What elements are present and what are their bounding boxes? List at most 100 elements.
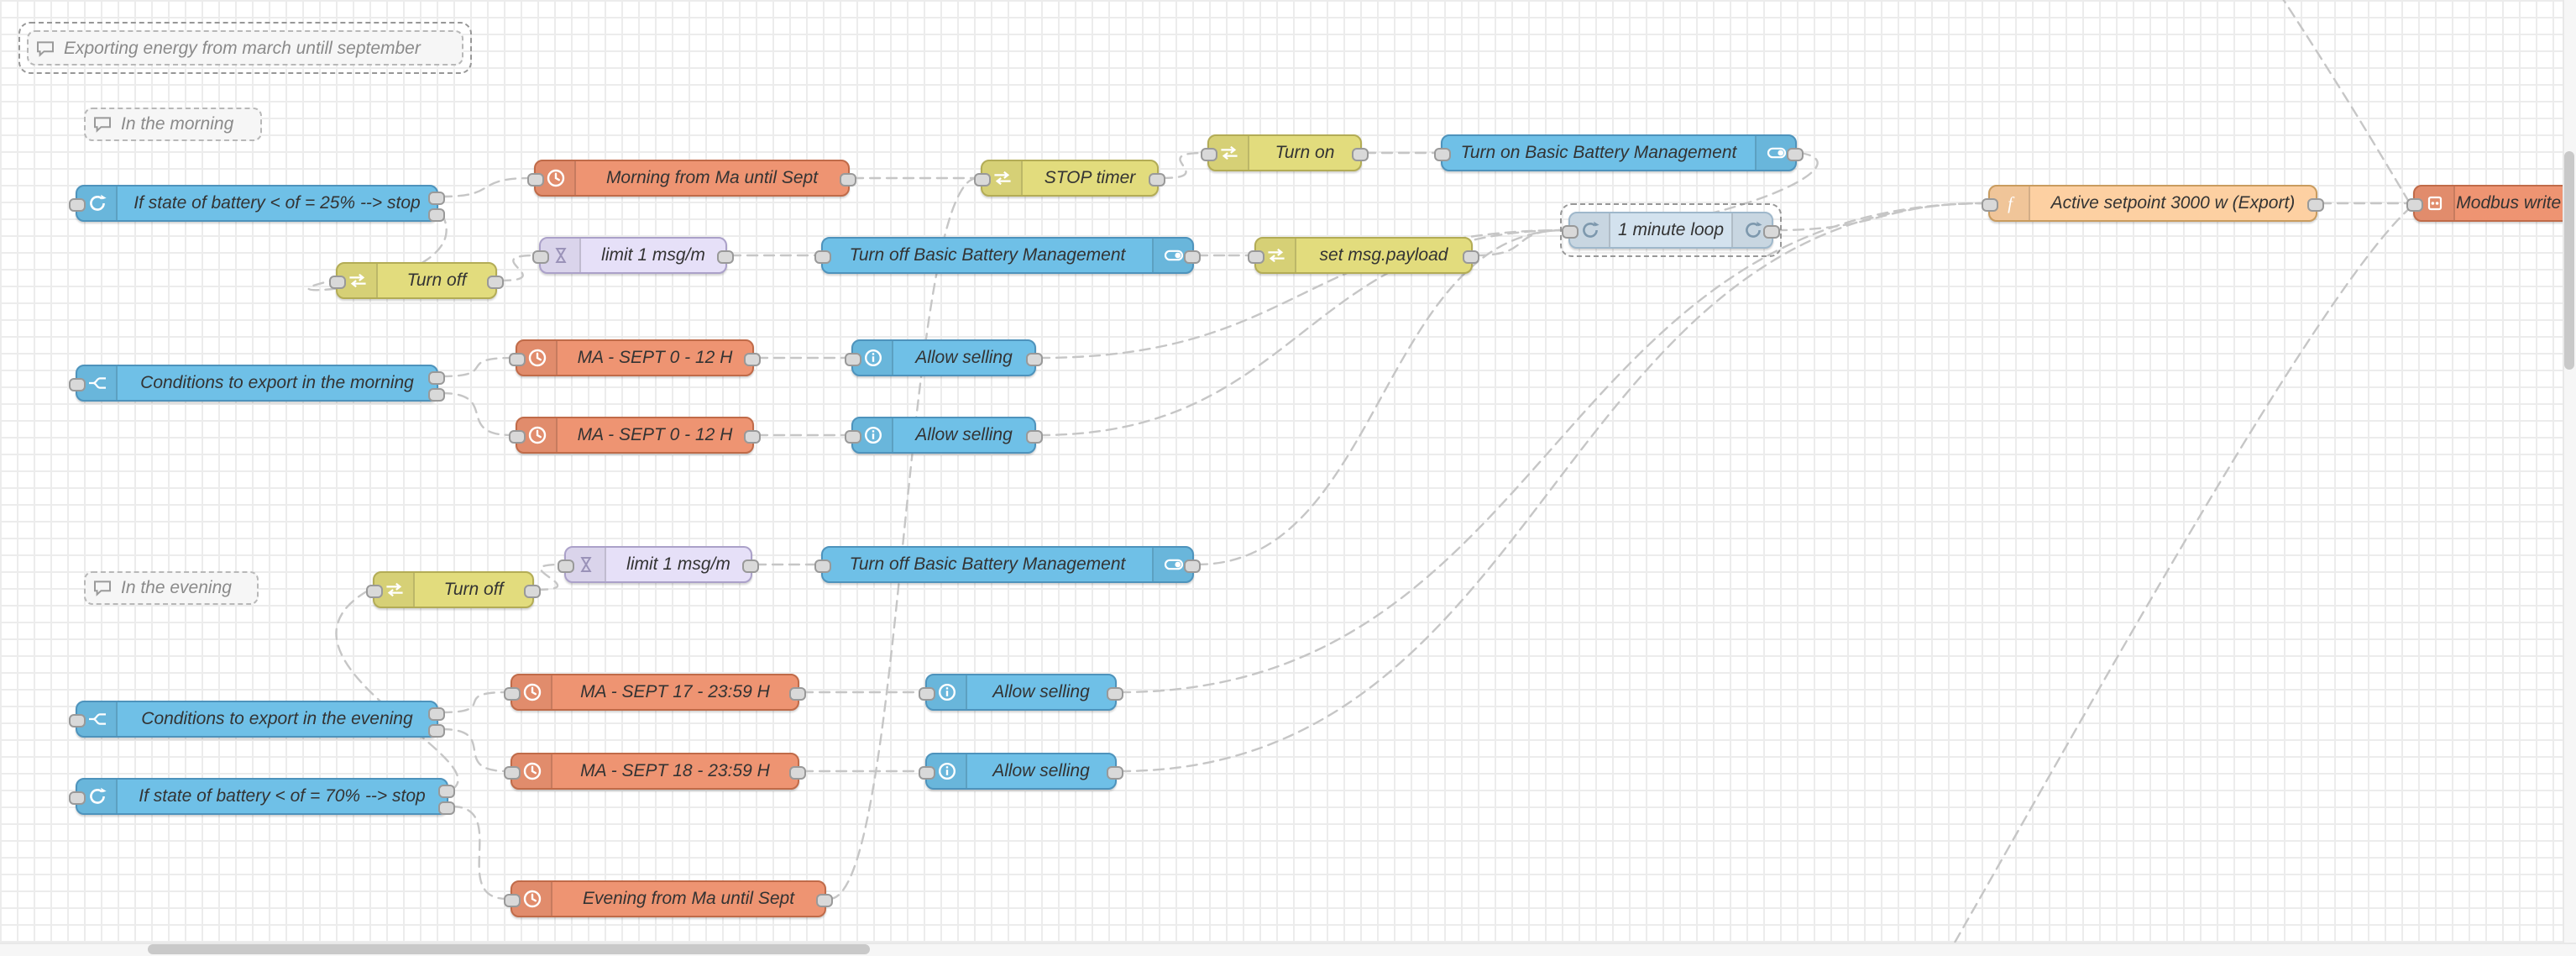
input-port[interactable] (527, 173, 544, 186)
output-port[interactable] (487, 276, 504, 289)
output-port[interactable] (428, 707, 445, 721)
flow-node-turn-on-bbm[interactable]: Turn on Basic Battery Management (1434, 134, 1804, 171)
wire[interactable] (1563, 151, 1819, 232)
flow-node-comment-evening[interactable]: In the evening (84, 571, 259, 605)
wire[interactable] (440, 176, 532, 198)
wire[interactable] (2270, 0, 2411, 205)
output-port[interactable] (524, 585, 541, 598)
output-port[interactable] (816, 894, 833, 907)
wire[interactable] (1118, 202, 1987, 773)
flow-node-allow-sell-4[interactable]: Allow selling (919, 753, 1123, 790)
input-port[interactable] (504, 766, 521, 780)
input-port[interactable] (814, 559, 831, 573)
flow-node-limit-morning[interactable]: limit 1 msg/m (532, 237, 734, 274)
flow-node-cond-morning[interactable]: Conditions to export in the morning (69, 365, 445, 402)
vertical-scrollbar[interactable] (2563, 0, 2576, 955)
input-port[interactable] (1434, 148, 1451, 161)
input-port[interactable] (919, 766, 935, 780)
wire[interactable] (1038, 228, 1567, 360)
flow-node-comment-morning[interactable]: In the morning (84, 108, 262, 141)
input-port[interactable] (974, 173, 991, 186)
flow-node-modbus-write[interactable]: Modbus write node (2406, 185, 2576, 222)
input-port[interactable] (509, 353, 526, 366)
input-port[interactable] (69, 791, 86, 805)
input-port[interactable] (69, 198, 86, 212)
input-port[interactable] (532, 250, 549, 264)
flow-node-battery25[interactable]: If state of battery < of = 25% --> stop (69, 185, 445, 222)
input-port[interactable] (69, 378, 86, 391)
output-port[interactable] (1184, 559, 1201, 573)
input-port[interactable] (504, 894, 521, 907)
wire[interactable] (440, 728, 509, 773)
output-port[interactable] (428, 192, 445, 205)
wire[interactable] (1160, 151, 1206, 180)
flow-node-allow-sell-1[interactable]: Allow selling (845, 339, 1043, 376)
input-port[interactable] (329, 276, 346, 289)
output-port[interactable] (1107, 687, 1123, 701)
flow-node-ma-sept-18[interactable]: MA - SEPT 18 - 23:59 H (504, 753, 806, 790)
input-port[interactable] (504, 687, 521, 701)
wire[interactable] (450, 805, 509, 901)
flow-node-limit-evening[interactable]: limit 1 msg/m (558, 546, 759, 583)
input-port[interactable] (1562, 225, 1579, 239)
output-port[interactable] (1149, 173, 1165, 186)
wire[interactable] (440, 391, 514, 437)
output-port[interactable] (717, 250, 734, 264)
output-port[interactable] (438, 801, 455, 815)
wire[interactable] (828, 176, 979, 901)
flow-node-cond-evening[interactable]: Conditions to export in the evening (69, 701, 445, 738)
vertical-scrollbar-thumb[interactable] (2564, 151, 2574, 370)
output-port[interactable] (428, 388, 445, 402)
output-port[interactable] (1787, 148, 1804, 161)
output-port[interactable] (428, 371, 445, 385)
input-port[interactable] (558, 559, 574, 573)
output-port[interactable] (428, 208, 445, 222)
flow-node-evening-time[interactable]: Evening from Ma until Sept (504, 880, 833, 917)
flow-node-loop-1min[interactable]: 1 minute loop (1560, 203, 1782, 257)
output-port[interactable] (1352, 148, 1369, 161)
output-port[interactable] (1184, 250, 1201, 264)
input-port[interactable] (814, 250, 831, 264)
flow-node-comment-export[interactable]: Exporting energy from march untill septe… (18, 22, 472, 74)
input-port[interactable] (69, 714, 86, 728)
wire[interactable] (536, 563, 563, 591)
flow-node-turn-off-bbm-morning[interactable]: Turn off Basic Battery Management (814, 237, 1201, 274)
input-port[interactable] (2406, 198, 2423, 212)
input-port[interactable] (1982, 198, 1998, 212)
flow-node-stop-timer[interactable]: STOP timer (974, 160, 1165, 197)
horizontal-scrollbar-thumb[interactable] (148, 943, 870, 953)
flow-node-allow-sell-3[interactable]: Allow selling (919, 674, 1123, 711)
output-port[interactable] (742, 559, 759, 573)
input-port[interactable] (509, 430, 526, 444)
horizontal-scrollbar[interactable] (0, 942, 2576, 955)
wire[interactable] (335, 588, 459, 791)
input-port[interactable] (919, 687, 935, 701)
wire[interactable] (1935, 205, 2413, 956)
output-port[interactable] (2307, 198, 2324, 212)
flow-node-battery70[interactable]: If state of battery < of = 70% --> stop (69, 778, 455, 815)
input-port[interactable] (845, 430, 861, 444)
output-port[interactable] (1107, 766, 1123, 780)
output-port[interactable] (1463, 250, 1479, 264)
output-port[interactable] (428, 724, 445, 738)
input-port[interactable] (845, 353, 861, 366)
wire[interactable] (440, 356, 514, 378)
flow-node-ma-sept-1[interactable]: MA - SEPT 0 - 12 H (509, 339, 761, 376)
output-port[interactable] (789, 766, 806, 780)
output-port[interactable] (1026, 430, 1043, 444)
flow-node-morning-time[interactable]: Morning from Ma until Sept (527, 160, 856, 197)
output-port[interactable] (1026, 353, 1043, 366)
input-port[interactable] (1201, 148, 1217, 161)
wire[interactable] (1196, 228, 1567, 566)
output-port[interactable] (438, 785, 455, 798)
input-port[interactable] (366, 585, 383, 598)
flow-node-set-payload[interactable]: set msg.payload (1248, 237, 1479, 274)
wire[interactable] (499, 254, 537, 282)
output-port[interactable] (840, 173, 856, 186)
flow-node-turn-off-morning[interactable]: Turn off (329, 262, 504, 299)
input-port[interactable] (1248, 250, 1264, 264)
wire[interactable] (440, 691, 509, 714)
output-port[interactable] (1763, 225, 1780, 239)
